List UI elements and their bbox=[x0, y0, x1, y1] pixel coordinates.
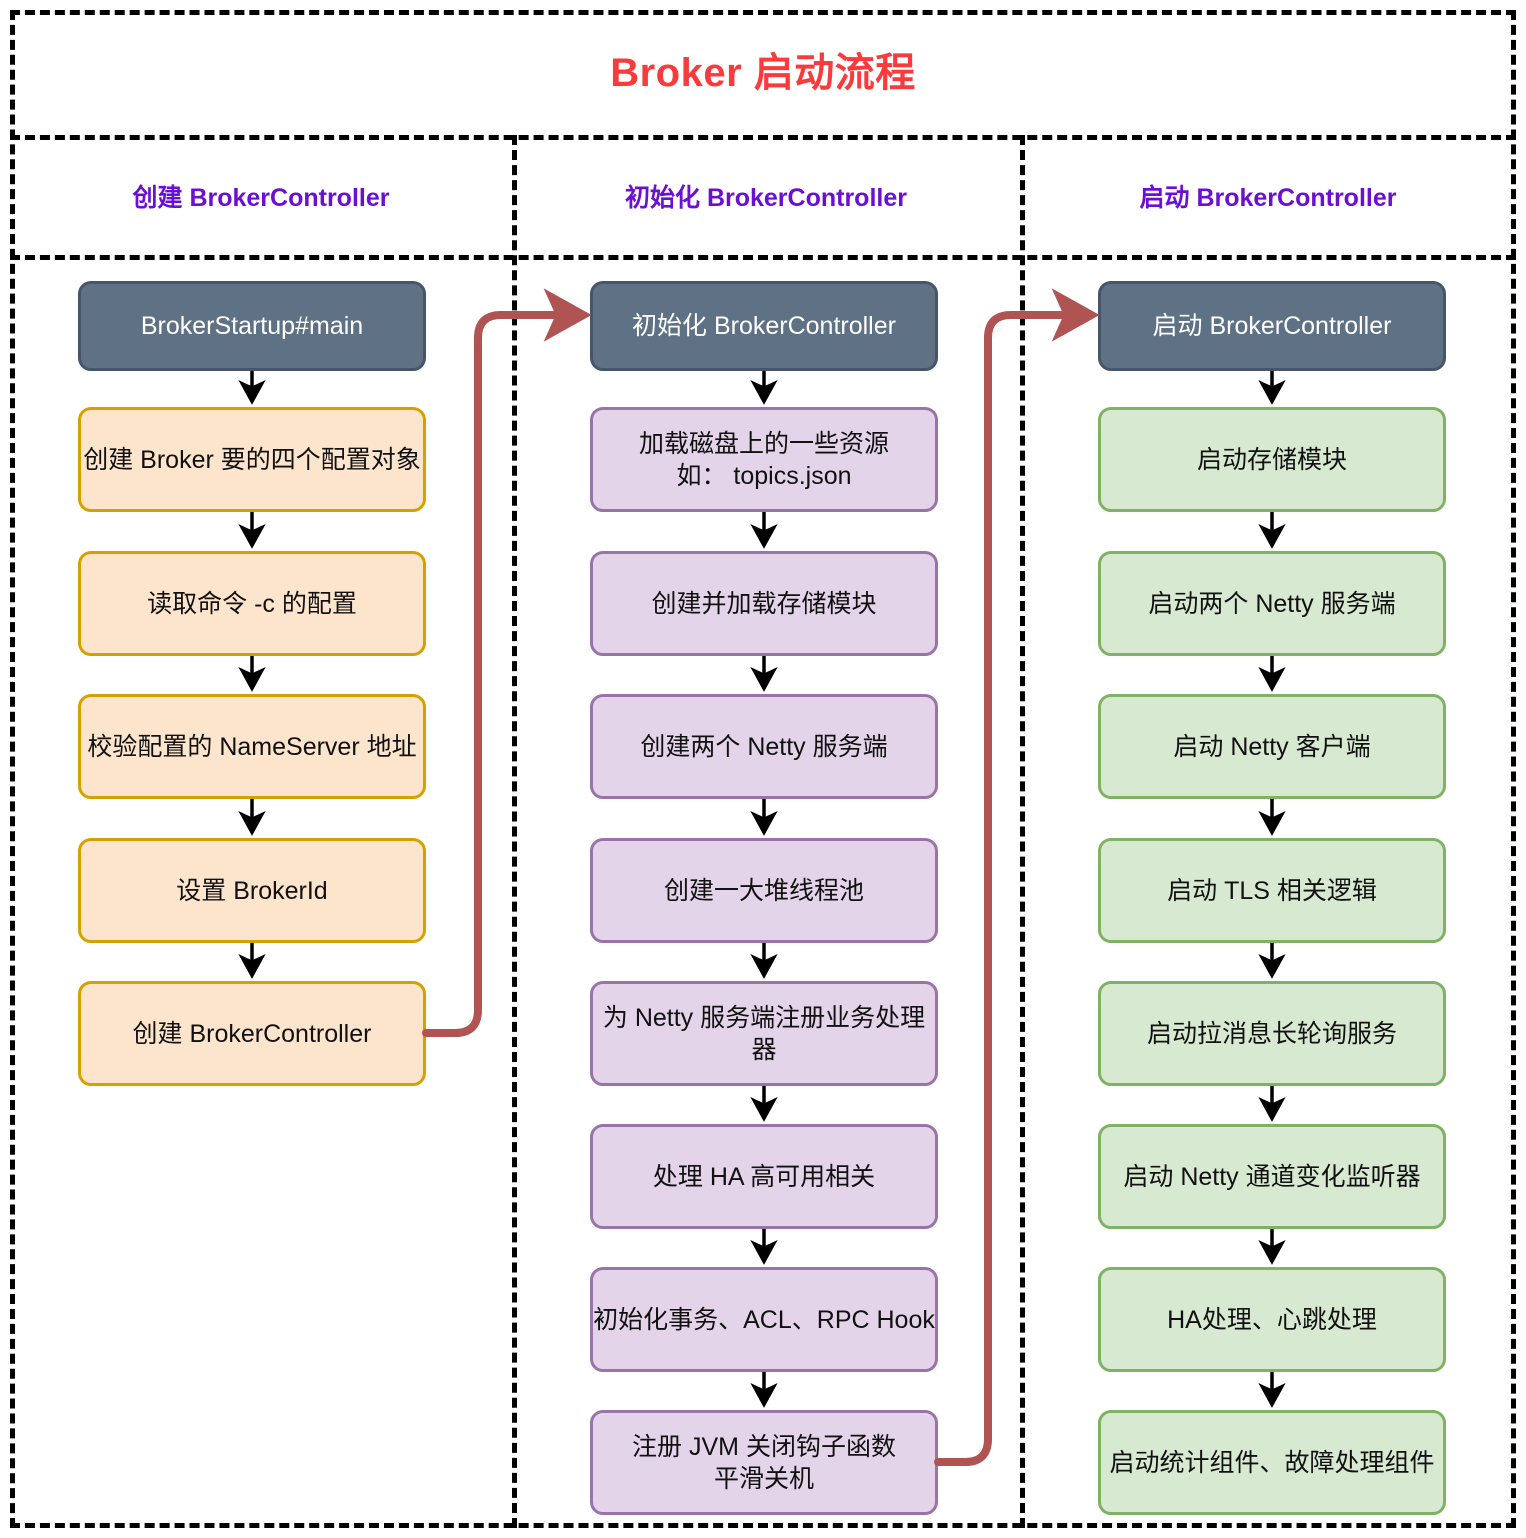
node-read-c-config[interactable]: 读取命令 -c 的配置 bbox=[78, 551, 426, 656]
node-handle-ha[interactable]: 处理 HA 高可用相关 bbox=[590, 1124, 938, 1229]
diagram-title: Broker 启动流程 bbox=[610, 51, 916, 95]
node-start-netty-client[interactable]: 启动 Netty 客户端 bbox=[1098, 694, 1446, 799]
node-validate-nameserver-addr[interactable]: 校验配置的 NameServer 地址 bbox=[78, 694, 426, 799]
node-start-brokercontroller-header[interactable]: 启动 BrokerController bbox=[1098, 281, 1446, 371]
node-set-brokerid[interactable]: 设置 BrokerId bbox=[78, 838, 426, 943]
node-load-disk-resources[interactable]: 加载磁盘上的一些资源 如： topics.json bbox=[590, 407, 938, 512]
lane-header-divider bbox=[10, 255, 1516, 260]
node-init-tx-acl-rpchook[interactable]: 初始化事务、ACL、RPC Hook bbox=[590, 1267, 938, 1372]
node-start-tls-logic[interactable]: 启动 TLS 相关逻辑 bbox=[1098, 838, 1446, 943]
node-brokerstartup-main[interactable]: BrokerStartup#main bbox=[78, 281, 426, 371]
node-create-config-objects[interactable]: 创建 Broker 要的四个配置对象 bbox=[78, 407, 426, 512]
node-start-two-netty-servers[interactable]: 启动两个 Netty 服务端 bbox=[1098, 551, 1446, 656]
node-ha-and-heartbeat[interactable]: HA处理、心跳处理 bbox=[1098, 1267, 1446, 1372]
node-start-store-module[interactable]: 启动存储模块 bbox=[1098, 407, 1446, 512]
node-create-load-store-module[interactable]: 创建并加载存储模块 bbox=[590, 551, 938, 656]
connector-init-to-start bbox=[934, 288, 1100, 1466]
title-band-divider bbox=[10, 135, 1516, 140]
node-register-netty-processors[interactable]: 为 Netty 服务端注册业务处理器 bbox=[590, 981, 938, 1086]
node-create-thread-pools[interactable]: 创建一大堆线程池 bbox=[590, 838, 938, 943]
node-start-longpolling-service[interactable]: 启动拉消息长轮询服务 bbox=[1098, 981, 1446, 1086]
lane-header-create: 创建 BrokerController bbox=[132, 184, 390, 212]
connector-create-to-init bbox=[422, 288, 592, 1037]
node-create-two-netty-servers[interactable]: 创建两个 Netty 服务端 bbox=[590, 694, 938, 799]
lane-header-init: 初始化 BrokerController bbox=[625, 184, 907, 212]
node-register-jvm-shutdown-hook[interactable]: 注册 JVM 关闭钩子函数 平滑关机 bbox=[590, 1410, 938, 1515]
node-init-brokercontroller-header[interactable]: 初始化 BrokerController bbox=[590, 281, 938, 371]
lane-divider-2 bbox=[1020, 135, 1025, 1528]
lane-header-start: 启动 BrokerController bbox=[1139, 184, 1397, 212]
lane-divider-1 bbox=[512, 135, 517, 1528]
node-start-netty-channel-listener[interactable]: 启动 Netty 通道变化监听器 bbox=[1098, 1124, 1446, 1229]
node-start-stats-and-fault-components[interactable]: 启动统计组件、故障处理组件 bbox=[1098, 1410, 1446, 1515]
node-create-brokercontroller[interactable]: 创建 BrokerController bbox=[78, 981, 426, 1086]
